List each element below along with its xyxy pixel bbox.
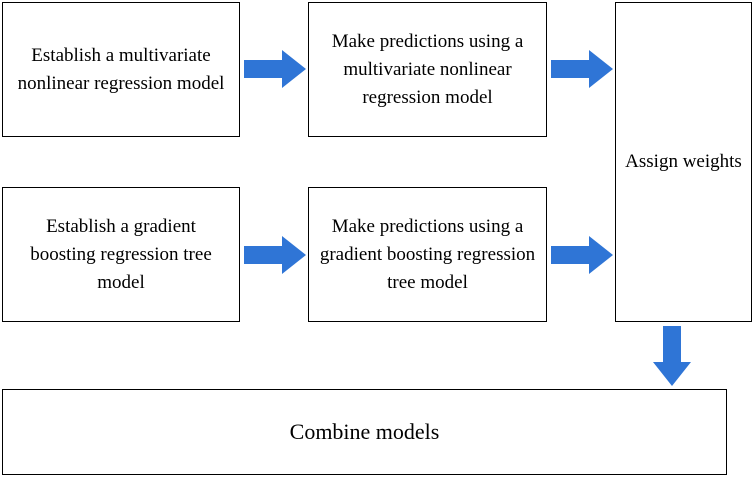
- predict-nonlinear-model-label: Make predictions using a multivariate no…: [331, 30, 524, 108]
- arrow-right-icon: [551, 236, 613, 274]
- establish-nonlinear-model-box: Establish a multivariate nonlinear regre…: [2, 2, 240, 137]
- arrow-right-icon: [551, 50, 613, 88]
- establish-gbrt-model-box: Establish a gradient boosting regression…: [2, 187, 240, 322]
- establish-nonlinear-model-label: Establish a multivariate nonlinear regre…: [17, 44, 225, 94]
- establish-gbrt-model-label: Establish a gradient boosting regression…: [30, 215, 212, 293]
- arrow-right-icon: [244, 50, 306, 88]
- arrow-down-icon: [653, 326, 691, 386]
- combine-models-box: Combine models: [2, 389, 727, 475]
- combine-models-label: Combine models: [289, 419, 440, 444]
- assign-weights-label: Assign weights: [625, 151, 742, 172]
- assign-weights-box: Assign weights: [615, 2, 752, 322]
- predict-gbrt-model-label: Make predictions using a gradient boosti…: [319, 215, 536, 293]
- arrow-right-icon: [244, 236, 306, 274]
- predict-nonlinear-model-box: Make predictions using a multivariate no…: [308, 2, 547, 137]
- predict-gbrt-model-box: Make predictions using a gradient boosti…: [308, 187, 547, 322]
